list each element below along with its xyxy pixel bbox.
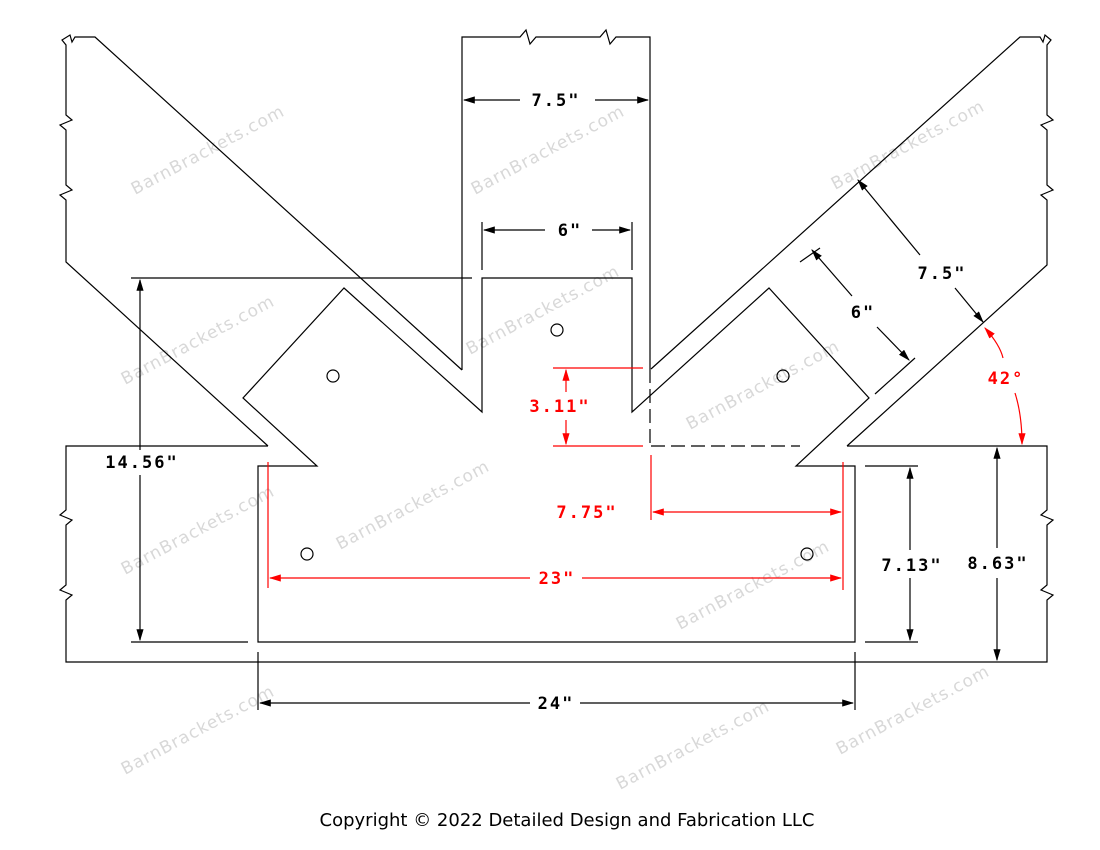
- dim-brace-width: 7.5": [857, 179, 984, 323]
- watermark: BarnBrackets.com: [833, 662, 993, 760]
- watermark: BarnBrackets.com: [673, 537, 833, 635]
- bolt-hole: [300, 547, 314, 561]
- watermark: BarnBrackets.com: [118, 682, 278, 780]
- right-brace: [650, 33, 1055, 447]
- copyright-notice: Copyright © 2022 Detailed Design and Fab…: [319, 810, 815, 831]
- dim-brace-inner-width: 6": [799, 247, 916, 395]
- bolt-holes: [300, 323, 814, 561]
- watermark: BarnBrackets.com: [468, 102, 628, 200]
- dim-hole-span: 23": [267, 462, 843, 589]
- dim-brace-angle: 42°: [984, 327, 1026, 446]
- dim-label: 24": [538, 694, 575, 714]
- dim-beam-plate-height: 7.13": [865, 465, 942, 643]
- bolt-hole: [776, 369, 790, 383]
- dim-beam-height: 8.63": [967, 446, 1028, 662]
- dim-arm-offset: 3.11": [529, 367, 643, 447]
- dim-label: 7.5": [532, 91, 581, 111]
- dim-label: 42°: [988, 369, 1025, 389]
- watermark: BarnBrackets.com: [828, 97, 988, 195]
- dim-label: 7.75": [556, 503, 617, 523]
- watermark: BarnBrackets.com: [333, 457, 493, 555]
- beam: [58, 445, 1055, 663]
- dim-label: 7.5": [918, 264, 967, 284]
- dim-half-span: 7.75": [556, 455, 844, 590]
- dim-label: 6": [558, 221, 582, 241]
- watermark: BarnBrackets.com: [128, 102, 288, 200]
- post: [461, 28, 651, 446]
- watermark: BarnBrackets.com: [118, 482, 278, 580]
- dim-label: 23": [539, 569, 576, 589]
- dim-post-inner-width: 6": [481, 221, 633, 270]
- dim-label: 3.11": [529, 397, 590, 417]
- watermark: BarnBrackets.com: [463, 262, 623, 360]
- dim-label: 8.63": [967, 554, 1028, 574]
- dim-label: 7.13": [881, 556, 942, 576]
- bolt-hole: [550, 323, 564, 337]
- dim-post-width: 7.5": [462, 91, 650, 111]
- dim-label: 14.56": [105, 453, 178, 473]
- dim-overall-height: 14.56": [105, 277, 472, 643]
- dim-label: 6": [851, 303, 875, 323]
- dim-bracket-width: 24": [257, 652, 856, 714]
- bolt-hole: [326, 369, 340, 383]
- bracket-plate-outline: [242, 277, 870, 643]
- watermark: BarnBrackets.com: [683, 337, 843, 435]
- bolt-hole: [800, 547, 814, 561]
- watermark: BarnBrackets.com: [118, 292, 278, 390]
- left-brace: [58, 34, 463, 447]
- watermark: BarnBrackets.com: [613, 697, 773, 795]
